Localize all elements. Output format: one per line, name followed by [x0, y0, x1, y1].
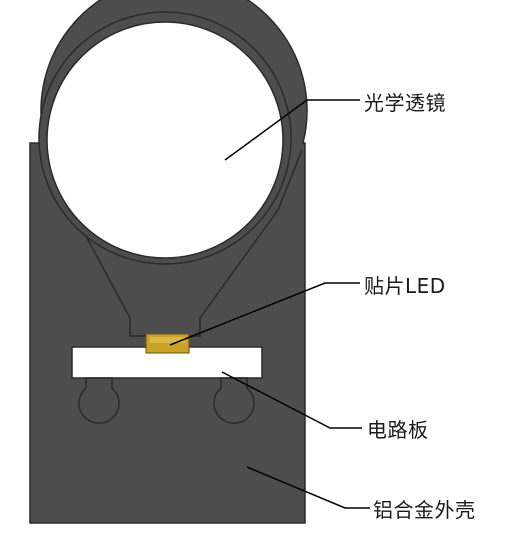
smd-led — [145, 333, 190, 354]
led-leader — [169, 282, 360, 346]
smd-led-highlight — [150, 337, 185, 343]
housing-leader — [246, 466, 370, 509]
lens-label: 光学透镜 — [364, 91, 446, 115]
circuit-board — [71, 346, 263, 379]
solder-bump-right — [213, 377, 255, 424]
optical-lens — [46, 21, 284, 259]
pcb-leader — [221, 371, 362, 429]
housing-label: 铝合金外壳 — [373, 498, 476, 522]
lens-leader — [224, 99, 360, 161]
led-label: 贴片LED — [364, 274, 446, 298]
pcb-label: 电路板 — [367, 418, 429, 442]
solder-bump-left — [78, 377, 120, 424]
